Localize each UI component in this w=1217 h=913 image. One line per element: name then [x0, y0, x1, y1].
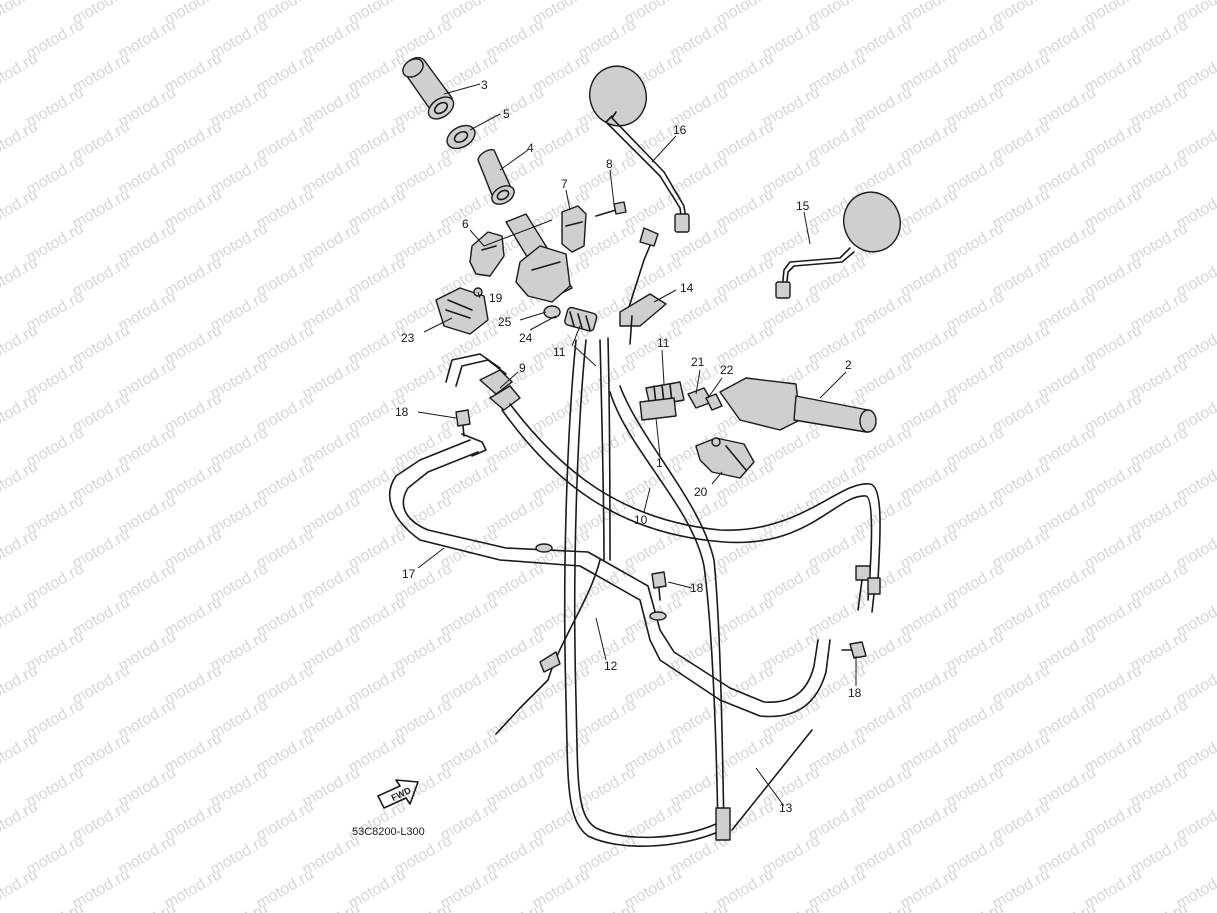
watermark-text: motod.ru [1128, 900, 1191, 913]
watermark-text: motod.ru [0, 118, 41, 164]
callout-1: 1 [656, 456, 663, 470]
callout-22: 22 [720, 363, 734, 377]
grip-end-part [402, 57, 455, 120]
callout-11-left: 11 [553, 345, 566, 359]
watermark-text: motod.ru [852, 900, 915, 913]
watermark-text: motod.ru [392, 900, 455, 913]
callout-23: 23 [401, 331, 415, 345]
watermark-text: motod.ru [0, 0, 41, 28]
watermark-text: motod.ru [0, 662, 41, 708]
guard-bar-part [388, 433, 831, 718]
leader-lines [417, 83, 857, 807]
washer-part [446, 124, 476, 150]
watermark-text: motod.ru [0, 254, 41, 300]
left-mirror-part [589, 65, 690, 233]
watermark-text: motod.ru [0, 798, 41, 844]
callout-20: 20 [694, 485, 708, 499]
right-switch-part [695, 437, 755, 479]
callout-5: 5 [503, 107, 510, 121]
callout-6: 6 [462, 217, 469, 231]
bolt-18-a-part [455, 409, 471, 437]
watermark-text: motod.ru [0, 866, 41, 912]
clamp-part [561, 205, 587, 253]
callout-25: 25 [498, 315, 512, 329]
callout-19: 19 [489, 291, 503, 305]
watermark-text: motod.ru [0, 458, 41, 504]
bolt-part [595, 201, 627, 217]
watermark-text: motod.ru [0, 526, 41, 572]
callout-14: 14 [680, 281, 694, 295]
watermark-text: motod.ru [0, 390, 41, 436]
callout-18-a: 18 [395, 405, 409, 419]
callout-10: 10 [634, 513, 648, 527]
right-lever-part [639, 381, 685, 421]
right-mirror-part [775, 191, 901, 299]
watermark-text: motod.ru [116, 900, 179, 913]
watermark-text: motod.ru [0, 322, 41, 368]
watermark-text: motod.ru [944, 900, 1007, 913]
callout-15: 15 [796, 199, 810, 213]
watermark-text: motod.ru [1036, 900, 1099, 913]
callout-3: 3 [481, 78, 488, 92]
callout-2: 2 [845, 358, 852, 372]
callout-9: 9 [519, 361, 526, 375]
bolt-18-c-part [841, 641, 867, 659]
watermark-text: motod.ru [668, 900, 731, 913]
watermark-text: motod.ru [760, 900, 823, 913]
cables-part [495, 337, 881, 847]
callout-18-b: 18 [690, 581, 704, 595]
bolt-18-b-part [651, 571, 667, 601]
watermark-text: motod.ru [0, 50, 41, 96]
callout-13: 13 [779, 801, 793, 815]
callout-labels: 3 5 4 7 8 6 16 15 19 23 25 24 11 14 11 9… [395, 78, 862, 815]
throttle-cable-ends-part [445, 353, 521, 411]
cable-adjuster-part [543, 305, 598, 332]
callout-7: 7 [561, 177, 568, 191]
watermark-text: motod.ru [484, 900, 547, 913]
right-grip-assembly-part [687, 377, 877, 433]
watermark-text: motod.ru [0, 594, 41, 640]
callout-21: 21 [691, 355, 705, 369]
watermark-text: motod.ru [24, 900, 87, 913]
callout-18-c: 18 [848, 686, 862, 700]
watermark-text: motod.ru [208, 900, 271, 913]
watermark-text: motod.ru [0, 730, 41, 776]
watermark-text: motod.ru [300, 900, 363, 913]
holder-part [469, 231, 505, 277]
callout-17: 17 [402, 567, 416, 581]
parts-layer: FWD [377, 57, 901, 847]
callout-8: 8 [606, 157, 613, 171]
callout-4: 4 [527, 141, 534, 155]
watermark-text: motod.ru [576, 900, 639, 913]
callout-12: 12 [604, 659, 618, 673]
throttle-housing-part [505, 213, 573, 303]
callout-24: 24 [519, 331, 533, 345]
callout-11-right: 11 [657, 336, 670, 350]
left-switch-part [435, 287, 489, 335]
throttle-grip-part [477, 149, 515, 205]
watermark-text: motod.ru [0, 186, 41, 232]
callout-16: 16 [673, 123, 687, 137]
reference-code: 53C8200-L300 [352, 826, 425, 838]
